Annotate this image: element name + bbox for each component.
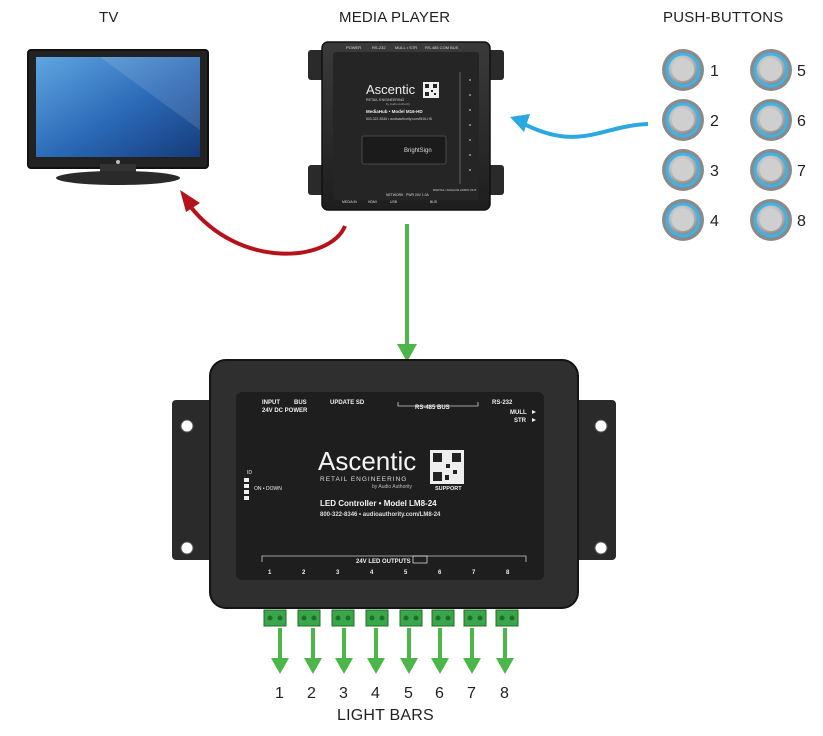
ctrl-power-label: 24V DC POWER	[262, 408, 308, 414]
light-bar-output-4	[365, 609, 389, 674]
ctrl-output-3: 3	[336, 570, 340, 576]
light-bars-label: LIGHT BARS	[337, 707, 434, 724]
light-bar-outputs: 1 2 3 4 5 6 7 8	[263, 609, 519, 702]
light-bar-output-5	[399, 609, 423, 674]
mp-power-label: POWER	[346, 45, 361, 50]
ctrl-output-8: 8	[506, 570, 510, 576]
mp-usb-label: USB	[390, 200, 398, 204]
push-button-3	[662, 149, 704, 191]
light-bar-output-3	[331, 609, 355, 674]
push-buttons: 1 2 3 4 5 6 7 8	[662, 49, 806, 241]
mp-bus-bottom-label: BUS	[430, 200, 438, 204]
ctrl-output-6: 6	[438, 570, 442, 576]
ctrl-rs485-label: RS-485 BUS	[415, 405, 450, 411]
mp-network-label: NETWORK	[386, 193, 404, 197]
push-button-1	[662, 49, 704, 91]
ctrl-outputs-label: 24V LED OUTPUTS	[356, 559, 411, 565]
push-button-number-3: 3	[710, 163, 719, 180]
blue-arrow-to-media-player	[510, 114, 649, 139]
mp-subbrand: RETAIL ENGINEERING	[366, 98, 405, 102]
ctrl-qr-code	[430, 450, 464, 484]
ctrl-id-label: ID	[247, 470, 252, 476]
push-button-number-5: 5	[797, 63, 806, 80]
push-button-5	[750, 49, 792, 91]
mp-bus-label: RS-485 COM BUS	[425, 45, 459, 50]
green-arrow-to-controller	[397, 224, 417, 362]
ctrl-brand: Ascentic	[318, 446, 416, 476]
push-button-2	[662, 99, 704, 141]
mp-byline: by Audio Authority	[386, 102, 411, 106]
ctrl-dip-label: ON • DOWN	[254, 486, 282, 492]
ctrl-rs232-label: RS-232	[492, 400, 513, 406]
push-button-number-4: 4	[710, 213, 719, 230]
light-bar-number-4: 4	[371, 685, 380, 702]
ctrl-mull-label: MULL	[510, 410, 527, 416]
light-bar-number-6: 6	[435, 685, 444, 702]
tv-label: TV	[99, 9, 119, 26]
ctrl-subbrand: RETAIL ENGINEERING	[320, 476, 407, 483]
mp-status-leds	[459, 72, 471, 184]
light-bar-number-5: 5	[404, 685, 413, 702]
light-bar-number-8: 8	[500, 685, 509, 702]
light-bar-output-2	[297, 609, 322, 674]
red-arrow-to-tv	[180, 190, 347, 256]
push-buttons-label: PUSH-BUTTONS	[663, 9, 784, 26]
ctrl-input-label: INPUT	[262, 400, 280, 406]
ctrl-support-label: SUPPORT	[435, 486, 462, 492]
mp-brand: Ascentic	[366, 82, 416, 97]
ctrl-contact: 800-322-8346 • audioauthority.com/LM8-24	[320, 512, 441, 518]
led-controller: INPUT BUS 24V DC POWER UPDATE SD RS-485 …	[172, 359, 616, 609]
push-button-number-6: 6	[797, 113, 806, 130]
brightsign-logo: BrightSign	[404, 148, 432, 154]
media-player: POWER RS-232 MULL • STR RS-485 COM BUS A…	[308, 41, 504, 211]
brightsign-module	[361, 135, 447, 165]
ctrl-output-7: 7	[472, 570, 476, 576]
ctrl-model: LED Controller • Model LM8-24	[320, 499, 437, 508]
push-button-6	[750, 99, 792, 141]
mp-hdmi-label: HDMI	[368, 200, 377, 204]
light-bar-output-7	[463, 609, 487, 674]
mp-pwr-label: PWR 24V 1.0A	[406, 193, 430, 197]
push-button-7	[750, 149, 792, 191]
light-bar-number-1: 1	[275, 685, 284, 702]
light-bar-output-8	[495, 609, 519, 674]
mp-audio-out-label: DIGITAL / ANALOG AUDIO OUT	[433, 188, 477, 192]
ctrl-byline: by Audio Authority	[372, 484, 413, 490]
push-button-8	[750, 199, 792, 241]
light-bar-number-3: 3	[339, 685, 348, 702]
ctrl-str-label: STR	[514, 418, 527, 424]
light-bar-number-2: 2	[307, 685, 316, 702]
light-bar-output-6	[431, 609, 455, 674]
push-button-4	[662, 199, 704, 241]
mp-contact: 800-322-8346 • audioauthority.com/M16-HD	[366, 117, 433, 121]
mp-model: MediaHub • Model M16-HD	[366, 109, 423, 114]
media-player-label: MEDIA PLAYER	[339, 9, 451, 26]
ctrl-bus-label: BUS	[294, 400, 307, 406]
push-button-number-2: 2	[710, 113, 719, 130]
dip-switch: ID ON • DOWN	[244, 470, 282, 500]
light-bar-number-7: 7	[467, 685, 476, 702]
push-button-number-7: 7	[797, 163, 806, 180]
tv	[27, 49, 209, 185]
ctrl-update-label: UPDATE SD	[330, 400, 365, 406]
ctrl-output-5: 5	[404, 570, 408, 576]
mp-mull-label: MULL • STR	[395, 45, 417, 50]
ctrl-output-1: 1	[268, 570, 272, 576]
mp-media-in-label: MEDIA IN	[342, 200, 357, 204]
light-bar-output-1	[263, 609, 289, 674]
ctrl-output-4: 4	[370, 570, 374, 576]
push-button-number-1: 1	[710, 63, 719, 80]
push-button-number-8: 8	[797, 213, 806, 230]
mp-rs232-label: RS-232	[372, 45, 386, 50]
ctrl-output-2: 2	[302, 570, 306, 576]
